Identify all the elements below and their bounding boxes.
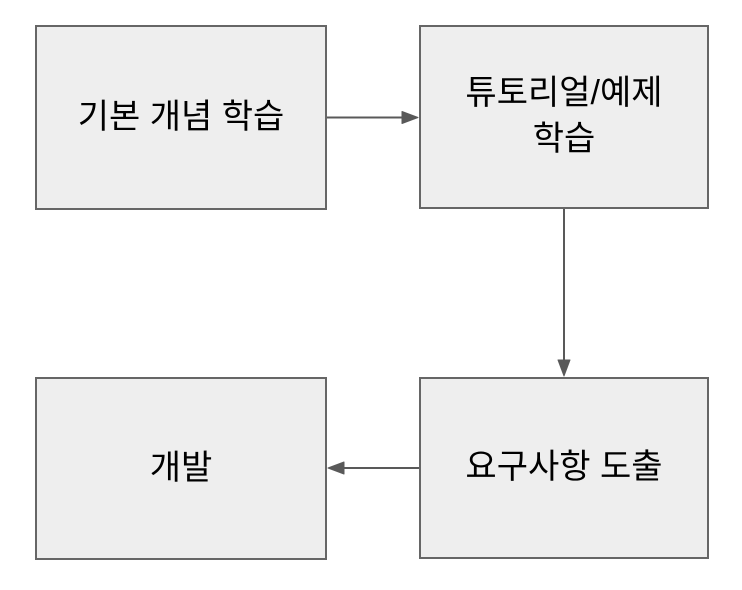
node-requirements-label: 요구사항 도출 — [465, 448, 663, 487]
arrow-requirements-to-development-icon — [327, 461, 419, 475]
node-development-label: 개발 — [149, 448, 213, 487]
arrow-basic-to-tutorial-icon — [327, 111, 419, 124]
node-tutorial-examples-label: 튜토리얼/예제 학습 — [465, 74, 663, 158]
node-basic-concepts: 기본 개념 학습 — [35, 25, 327, 210]
arrow-tutorial-to-requirements-icon — [557, 209, 571, 377]
node-basic-concepts-label: 기본 개념 학습 — [77, 97, 285, 136]
node-requirements: 요구사항 도출 — [419, 377, 709, 559]
node-development: 개발 — [35, 377, 327, 560]
node-tutorial-examples: 튜토리얼/예제 학습 — [419, 25, 709, 209]
